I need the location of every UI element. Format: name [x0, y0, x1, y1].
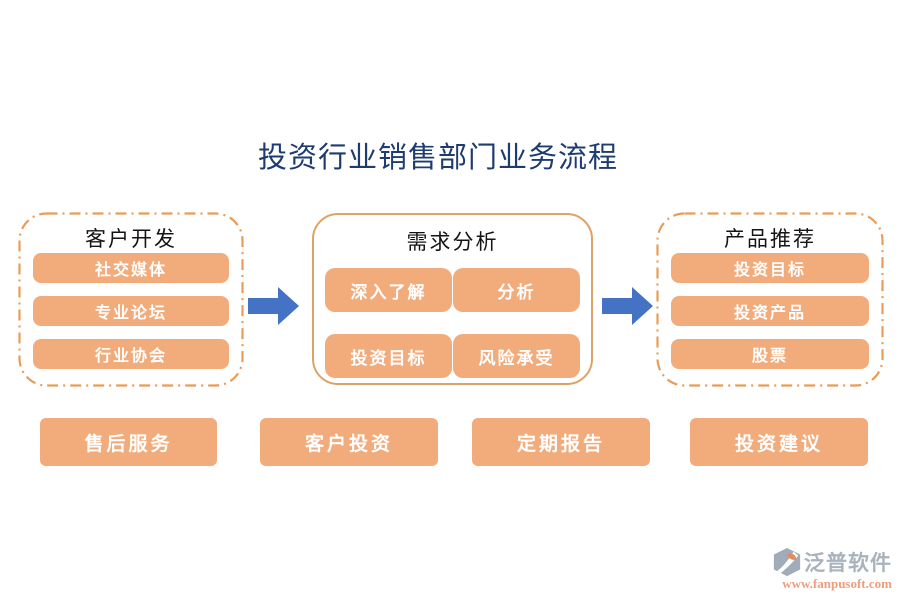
arrow-right-icon [602, 287, 653, 325]
node-after-sales-service: 售后服务 [40, 418, 217, 466]
node-industry-association: 行业协会 [33, 339, 229, 369]
node-customer-investment: 客户投资 [260, 418, 438, 466]
stage-box-customer-development: 客户开发 社交媒体 专业论坛 行业协会 [18, 212, 244, 387]
stage-title-product-recommendation: 产品推荐 [724, 227, 816, 251]
watermark-brand-text: 泛普软件 [804, 552, 892, 575]
node-investment-advice: 投资建议 [690, 418, 868, 466]
diagram-title: 投资行业销售部门业务流程 [257, 142, 618, 174]
stage-title-demand-analysis: 需求分析 [406, 230, 499, 254]
watermark-url-text: www.fanpusoft.com [782, 576, 892, 591]
node-deep-understanding: 深入了解 [325, 268, 452, 312]
node-periodic-report: 定期报告 [472, 418, 650, 466]
node-investment-product: 投资产品 [671, 296, 869, 326]
arrow-right-icon [248, 287, 299, 325]
watermark: 泛普软件 www.fanpusoft.com [772, 546, 892, 592]
stage-title-customer-development: 客户开发 [85, 227, 177, 251]
node-stocks: 股票 [671, 339, 869, 369]
node-investment-goal: 投资目标 [325, 334, 452, 378]
stage-box-product-recommendation: 产品推荐 投资目标 投资产品 股票 [656, 212, 884, 387]
node-investment-target: 投资目标 [671, 253, 869, 283]
node-professional-forum: 专业论坛 [33, 296, 229, 326]
node-risk-tolerance: 风险承受 [453, 334, 580, 378]
fanpu-logo-icon [773, 547, 801, 577]
node-analysis: 分析 [453, 268, 580, 312]
node-social-media: 社交媒体 [33, 253, 229, 283]
stage-box-demand-analysis: 需求分析 深入了解 分析 投资目标 风险承受 [312, 213, 593, 385]
